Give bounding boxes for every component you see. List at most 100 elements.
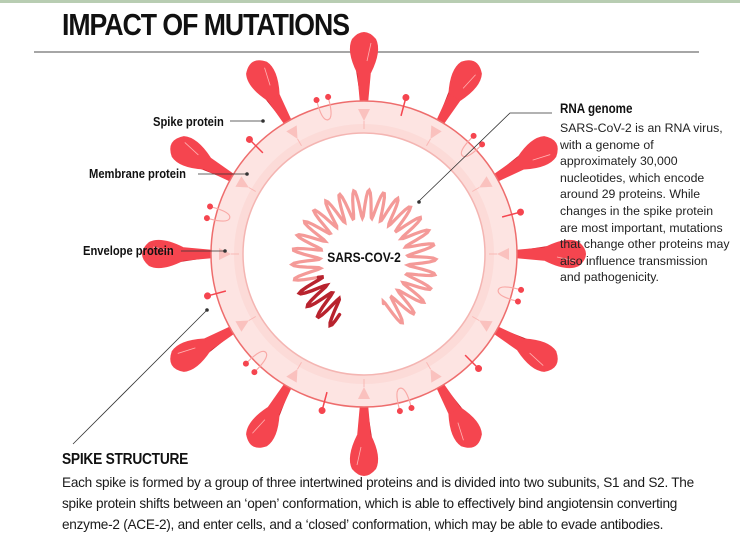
spike-anchor [358,379,370,399]
envelope-protein-head [313,97,320,104]
envelope-protein-loop [460,136,482,158]
leader-dot [261,119,265,123]
spike-stalk [435,381,462,416]
spike-head [170,136,211,170]
spike-highlight [264,67,271,86]
small-protein [460,132,486,158]
rna-strand [289,187,439,328]
envelope-protein-loop [246,350,268,372]
spike-stalk [435,92,462,127]
small-protein [242,350,268,376]
anchor-triangle [479,320,493,332]
small-protein [318,391,328,414]
spike-anchor [286,125,302,146]
spike-head [349,32,379,73]
envelope-protein-loop [396,387,412,410]
membrane-protein-head [245,135,253,143]
spike-protein [246,60,293,127]
spike-head [170,338,211,372]
membrane-proteins [203,93,525,415]
envelope-protein-head [479,141,486,148]
envelope-protein-head [325,93,332,100]
envelope-protein-head [408,404,415,411]
spike-stalk [181,247,214,261]
envelope-protein-head [514,298,521,305]
spike-highlight [184,142,199,156]
anchor-triangle [479,176,493,188]
spike-head [142,239,183,269]
membrane-protein-head [516,208,524,216]
label-spike-protein: Spike protein [153,114,224,129]
spike-head [448,60,482,101]
spike-head [545,239,586,269]
small-protein [497,286,525,305]
spikes-layer [142,32,586,476]
spike-stalk [266,381,293,416]
rna-genome-heading: RNA genome [560,101,633,116]
rna-strand-highlight [296,275,342,329]
leader-dot [223,249,227,253]
spike-protein [491,136,558,183]
envelope-protein-loop [316,98,332,121]
spike-highlight [152,246,172,252]
anchor-triangle [286,369,298,383]
anchor-line [248,187,256,192]
spike-protein [435,60,482,127]
anchor-triangle [430,369,442,383]
anchor-triangle [358,109,370,121]
small-protein [501,208,524,218]
spike-highlight [532,154,551,161]
spike-head [517,136,558,170]
membrane-protein-head [475,365,483,373]
small-protein [400,94,410,117]
anchor-line [472,316,480,321]
spike-stalk [202,325,237,352]
spike-protein [514,239,586,269]
spike-protein [435,381,482,448]
spike-protein [142,239,214,269]
spike-highlight [177,347,196,354]
membrane-protein-head [402,94,410,102]
spike-protein [170,136,237,183]
page-title: IMPACT OF MUTATIONS [62,7,350,42]
spike-anchor [235,176,256,192]
anchor-line [297,362,302,370]
spike-stalk [357,404,371,437]
membrane-protein-head [204,292,212,300]
spike-highlight [457,422,464,441]
anchor-line [472,187,480,192]
spike-protein [246,381,293,448]
anchor-triangle [358,387,370,399]
spike-highlight [462,74,476,89]
membrane-protein-stem [501,211,520,218]
spike-stalk [491,156,526,183]
small-protein [203,203,231,222]
membrane-protein-stem [464,354,479,369]
spike-head [349,435,379,476]
spike-anchor [426,362,442,383]
spike-highlight [252,419,266,434]
small-protein [313,93,332,121]
leader-dot [245,172,249,176]
leader-dot [205,308,209,312]
spike-protein [170,325,237,372]
spike-protein [349,404,379,476]
spike-anchor [472,176,493,192]
membrane-protein-stem [249,139,264,154]
spike-stalk [202,156,237,183]
leader-rna [417,112,552,203]
envelope-protein-head [518,286,525,293]
small-protein [204,290,227,300]
envelope-protein-head [251,369,258,376]
spike-head [246,60,280,101]
rna-genome-text: SARS-CoV-2 is an RNA virus, with a genom… [560,121,730,285]
virus-center-label: SARS-COV-2 [327,249,401,265]
membrane-protein-stem [208,290,227,297]
spike-head [448,407,482,448]
spike-highlight [366,42,372,62]
membrane-protein-stem [400,98,407,117]
leader-spike-structure [72,309,208,445]
spike-stalk [514,247,547,261]
envelope-protein-head [470,132,477,139]
top-border [0,0,740,3]
